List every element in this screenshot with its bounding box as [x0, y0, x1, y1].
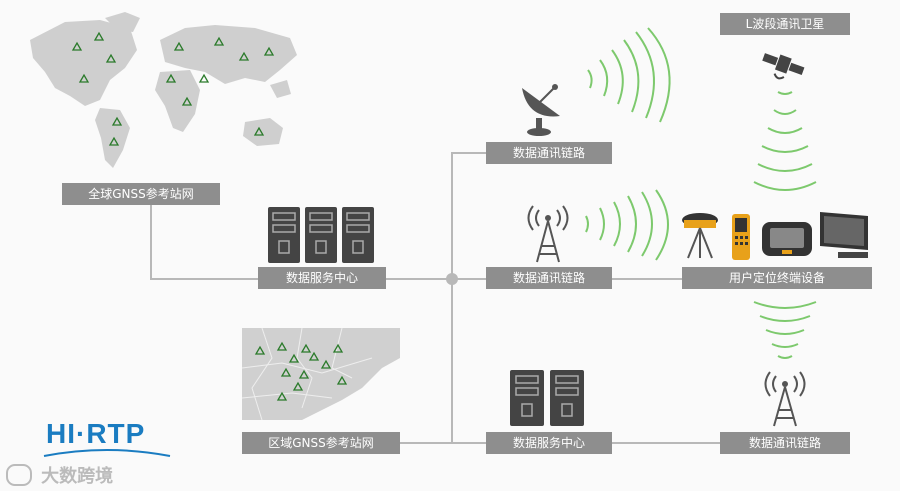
- tablet-terminal-icon: [820, 212, 868, 258]
- watermark-text: 大数跨境: [41, 466, 114, 487]
- watermark: 大数跨境: [6, 462, 113, 488]
- label-l-band-satellite: L波段通讯卫星: [720, 13, 850, 35]
- hirtp-logo-text: HI·RTP: [46, 418, 146, 449]
- satellite-dish-icon: [522, 84, 560, 136]
- label-data-center-bottom: 数据服务中心: [486, 432, 612, 454]
- signal-waves-satellite: [753, 91, 817, 191]
- label-regional-network: 区域GNSS参考站网: [242, 432, 400, 454]
- logo-swoosh-icon: [43, 449, 171, 457]
- hirtp-logo: HI·RTP: [42, 418, 172, 460]
- label-data-link-bottom: 数据通讯链路: [720, 432, 850, 454]
- signal-waves-tower: [585, 189, 669, 261]
- handheld-controller-icon: [732, 214, 750, 260]
- server-rack-bottom-icon: [510, 370, 584, 426]
- world-map: [30, 12, 297, 168]
- connector-global-down: [150, 205, 152, 279]
- label-data-center-top: 数据服务中心: [258, 267, 386, 289]
- satellite-icon: [762, 53, 805, 80]
- label-data-link-sat: 数据通讯链路: [486, 142, 612, 164]
- connector-tower-to-devices: [612, 278, 682, 280]
- signal-waves-dish: [587, 27, 671, 123]
- junction-node: [446, 273, 458, 285]
- signal-waves-devices: [753, 301, 817, 359]
- display-terminal-icon: [762, 222, 812, 256]
- gnss-receiver-icon: [682, 213, 718, 259]
- connector-sat-link: [451, 152, 487, 154]
- label-global-network: 全球GNSS参考站网: [62, 183, 220, 205]
- connector-main-v: [451, 152, 453, 444]
- label-data-link-tower: 数据通讯链路: [486, 267, 612, 289]
- regional-map: [241, 327, 400, 421]
- label-user-devices: 用户定位终端设备: [682, 267, 872, 289]
- watermark-icon: [6, 464, 32, 486]
- server-rack-icon: [268, 207, 374, 263]
- radio-tower-bottom-icon: [764, 371, 806, 427]
- radio-tower-icon: [527, 205, 569, 263]
